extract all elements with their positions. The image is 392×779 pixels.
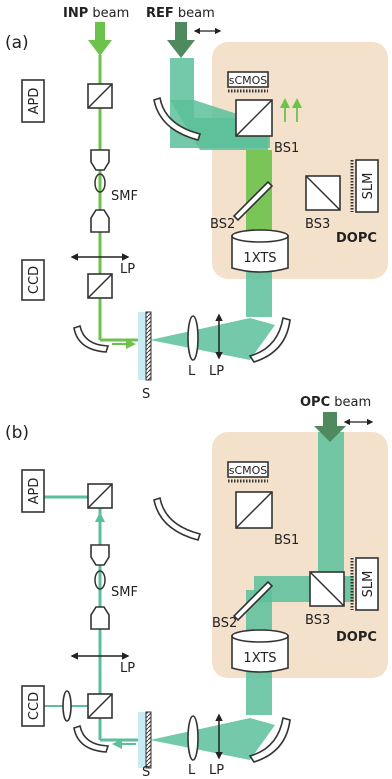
ccd-label: CCD — [27, 266, 42, 294]
slm-b — [355, 557, 379, 611]
dopc-label-b: DOPC — [336, 630, 377, 645]
bs1-label: BS1 — [274, 141, 299, 156]
smf-label: SMF — [111, 189, 138, 204]
apd-label: APD — [27, 88, 42, 115]
ref-mirror — [153, 96, 202, 141]
lens-b — [187, 715, 199, 761]
lower-left-mirror-b — [73, 724, 110, 753]
apd-box — [21, 79, 45, 123]
xts-cylinder — [231, 235, 289, 273]
smf-label-b: SMF — [111, 585, 138, 600]
bs2 — [232, 180, 274, 222]
scmos-label-b: sCMOS — [229, 464, 268, 477]
panel-b: OPC beam (b) APD SMF LP CCD — [5, 395, 388, 779]
sample-surface-b — [145, 711, 152, 769]
panel-b-letter: (b) — [5, 423, 29, 443]
ccd-box — [21, 259, 45, 301]
scmos-sensor — [227, 71, 269, 88]
s-label: S — [142, 387, 150, 402]
xts-label: 1XTS — [243, 251, 276, 266]
dopc-label: DOPC — [336, 231, 377, 246]
fiber-loop — [94, 173, 106, 193]
scmos-sensor-b — [227, 461, 269, 478]
bs2-b — [232, 580, 274, 622]
l-label-b: L — [188, 763, 196, 778]
panel-a-letter: (a) — [5, 33, 29, 53]
opc-beam-arrow — [314, 412, 346, 442]
ccd-label-b: CCD — [27, 692, 42, 720]
sample-surface — [145, 311, 152, 381]
lens — [187, 315, 199, 361]
s-label-b: S — [142, 765, 150, 779]
scmos-label: sCMOS — [229, 74, 268, 87]
lower-right-mirror-b — [248, 716, 291, 763]
opc-beam-label: OPC beam — [300, 395, 371, 410]
ccd-lens-b — [62, 690, 72, 722]
small-left-arrow-b — [112, 739, 122, 749]
apd-label-b: APD — [27, 478, 42, 505]
bs1-label-b: BS1 — [274, 533, 299, 548]
fiber-loop-b — [94, 570, 106, 590]
bs3-label: BS3 — [305, 217, 330, 232]
slm-label: SLM — [361, 173, 376, 200]
lower-left-mirror — [73, 324, 110, 353]
upper-mirror-b — [153, 496, 202, 541]
fiber-coupler-top-b — [90, 544, 110, 566]
lp-upper-label-b: LP — [120, 661, 135, 676]
slm-label-b: SLM — [361, 571, 376, 598]
bs2-label: BS2 — [210, 217, 235, 232]
lp-lower-label-b: LP — [209, 763, 224, 778]
bs2-label-b: BS2 — [212, 616, 237, 631]
xts-cylinder-b — [231, 635, 289, 673]
fiber-coupler-bottom-b — [90, 606, 110, 630]
sample-slide — [138, 312, 146, 380]
inp-beam-label: INP beam — [63, 6, 129, 21]
panel-a: INP beam REF beam (a) APD SMF LP CCD — [5, 6, 388, 402]
small-up-arrow-b — [95, 512, 105, 522]
lp-upper-label: LP — [120, 262, 135, 277]
ccd-box-b — [21, 685, 45, 727]
green-up-arrows — [280, 98, 302, 122]
slm — [355, 159, 379, 213]
l-label: L — [188, 364, 196, 379]
fiber-coupler-bottom — [90, 209, 110, 233]
fiber-coupler-top — [90, 149, 110, 171]
xts-label-b: 1XTS — [243, 651, 276, 666]
lp-lower-label: LP — [209, 364, 224, 379]
inp-beam-arrow — [88, 22, 112, 56]
bs3-label-b: BS3 — [305, 613, 330, 628]
lower-right-mirror — [248, 316, 291, 363]
ref-beam-arrow — [167, 22, 195, 58]
apd-box-b — [21, 469, 45, 513]
ref-beam-label: REF beam — [146, 6, 215, 21]
sample-slide-b — [138, 712, 146, 768]
